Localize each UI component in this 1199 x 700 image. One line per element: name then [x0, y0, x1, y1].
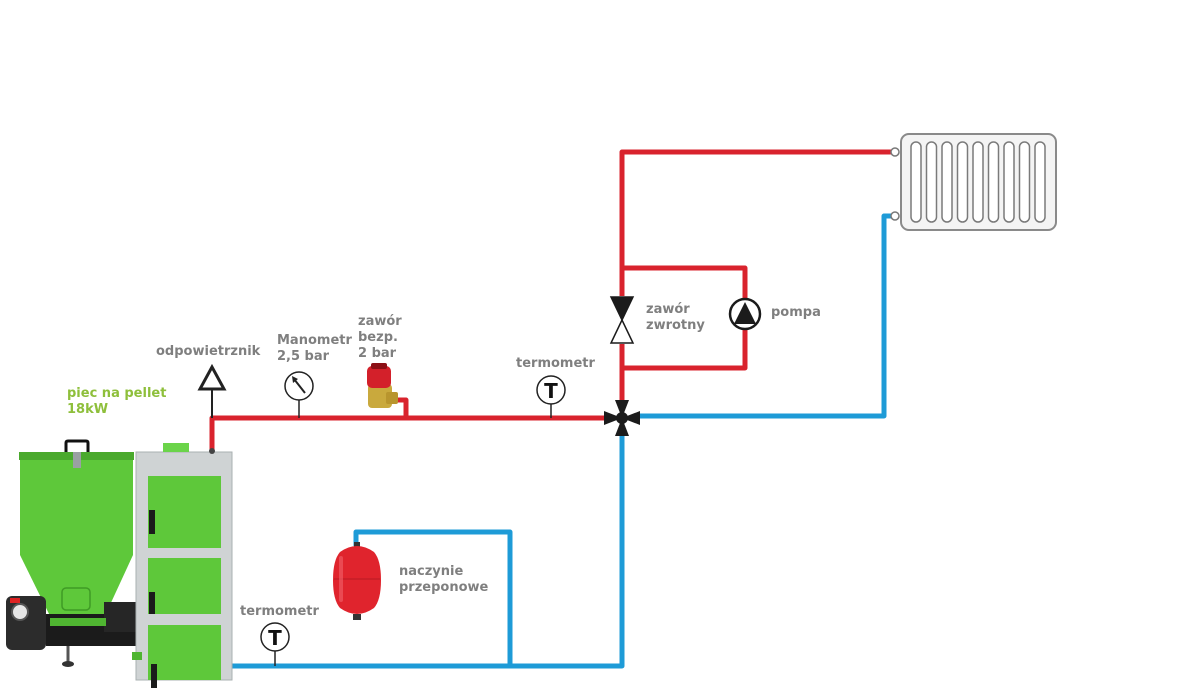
radiator-fin	[925, 141, 938, 223]
manometer-symbol	[284, 371, 314, 418]
safety-valve-label: zawór bezp. 2 bar	[358, 314, 402, 361]
radiator-fin	[941, 141, 953, 223]
boiler-return-stub	[132, 652, 142, 660]
safety-valve	[367, 363, 398, 408]
mixing-valve-center	[616, 412, 628, 424]
expansion-vessel-label: naczynie przeponowe	[399, 564, 489, 595]
boiler-hopper-body	[20, 455, 133, 555]
air-vent-triangle	[197, 363, 227, 391]
radiator-fins	[910, 141, 1046, 223]
check-valve-label: zawór zwrotny	[646, 302, 705, 333]
air-vent-label: odpowietrznik	[156, 344, 261, 359]
manometer-needle	[293, 378, 306, 394]
pump-triangle	[734, 302, 756, 324]
manometer-label: Manometr 2,5 bar	[277, 333, 352, 364]
mixing-valve-top	[615, 400, 629, 418]
radiator-fin	[1034, 141, 1046, 223]
pellet-boiler	[6, 439, 233, 688]
check-valve-upper-triangle	[609, 296, 635, 322]
thermometer-supply-glyph: T	[544, 379, 558, 403]
radiator-fin	[956, 141, 969, 223]
expansion-vessel	[333, 542, 381, 620]
thermometer-return-symbol: T	[260, 622, 290, 666]
radiator-fin	[910, 141, 922, 223]
thermometer-return-label: termometr	[240, 604, 319, 619]
four-way-mixing-valve	[604, 400, 640, 436]
boiler-door-handle-middle	[149, 592, 155, 614]
check-valve-lower-triangle	[609, 318, 635, 344]
boiler-hopper-hatch	[61, 587, 91, 611]
radiator-fin	[1018, 141, 1031, 223]
return-pipes	[232, 213, 893, 669]
expansion-vessel-bottom-fitting	[353, 614, 361, 620]
radiator	[890, 133, 1057, 231]
mixing-valve-right	[622, 411, 640, 425]
boiler-door-upper	[148, 476, 221, 548]
boiler-flue-collar	[163, 443, 189, 452]
mixing-valve-bottom	[615, 418, 629, 436]
supply-pipes	[209, 149, 893, 450]
boiler-door-handle-upper	[149, 510, 155, 534]
radiator-supply-connector	[890, 147, 900, 157]
return-pipe-valve-to-boiler	[232, 430, 625, 669]
boiler-door-handle-lower	[151, 664, 157, 688]
boiler-feeder-box	[104, 602, 136, 632]
radiator-fin	[987, 141, 1000, 223]
radiator-fin	[972, 141, 984, 223]
thermometer-return-dial	[260, 622, 290, 652]
thermometer-supply-symbol: T	[536, 375, 566, 418]
return-pipe-expansion-loop	[353, 529, 513, 666]
thermometer-return-glyph: T	[268, 626, 282, 650]
safety-valve-outlet	[386, 392, 398, 404]
pump-label: pompa	[771, 305, 821, 320]
boiler-door-lower	[148, 625, 221, 680]
expansion-vessel-highlight	[339, 556, 343, 602]
check-valve-symbol	[609, 296, 635, 344]
boiler-motor-sticker	[10, 598, 20, 603]
boiler-supply-port	[209, 448, 215, 454]
expansion-vessel-top-fitting	[354, 542, 360, 548]
pump-symbol	[728, 297, 762, 331]
boiler-hopper-handle	[64, 439, 90, 452]
boiler-door-middle	[148, 558, 221, 614]
expansion-vessel-body	[333, 546, 381, 614]
safety-valve-cap	[367, 366, 391, 388]
thermometer-supply-dial	[536, 375, 566, 405]
thermometer-supply-label: termometr	[516, 356, 595, 371]
boiler-label: piec na pellet 18kW	[67, 386, 167, 417]
boiler-feeder-collar	[50, 618, 106, 626]
radiator-fin	[1003, 141, 1015, 223]
boiler-motor	[6, 596, 46, 650]
boiler-foot	[62, 661, 74, 667]
supply-pipe-boiler-to-valve	[209, 415, 612, 450]
return-pipe-radiator-to-valve	[638, 213, 893, 419]
boiler-motor-fan	[11, 603, 29, 621]
safety-valve-cap-top	[371, 363, 387, 369]
manometer-needle-tip	[292, 376, 298, 383]
radiator-return-connector	[890, 211, 900, 221]
boiler-hopper-latch	[73, 452, 81, 468]
air-vent-symbol	[197, 363, 227, 418]
mixing-valve-left	[604, 411, 622, 425]
